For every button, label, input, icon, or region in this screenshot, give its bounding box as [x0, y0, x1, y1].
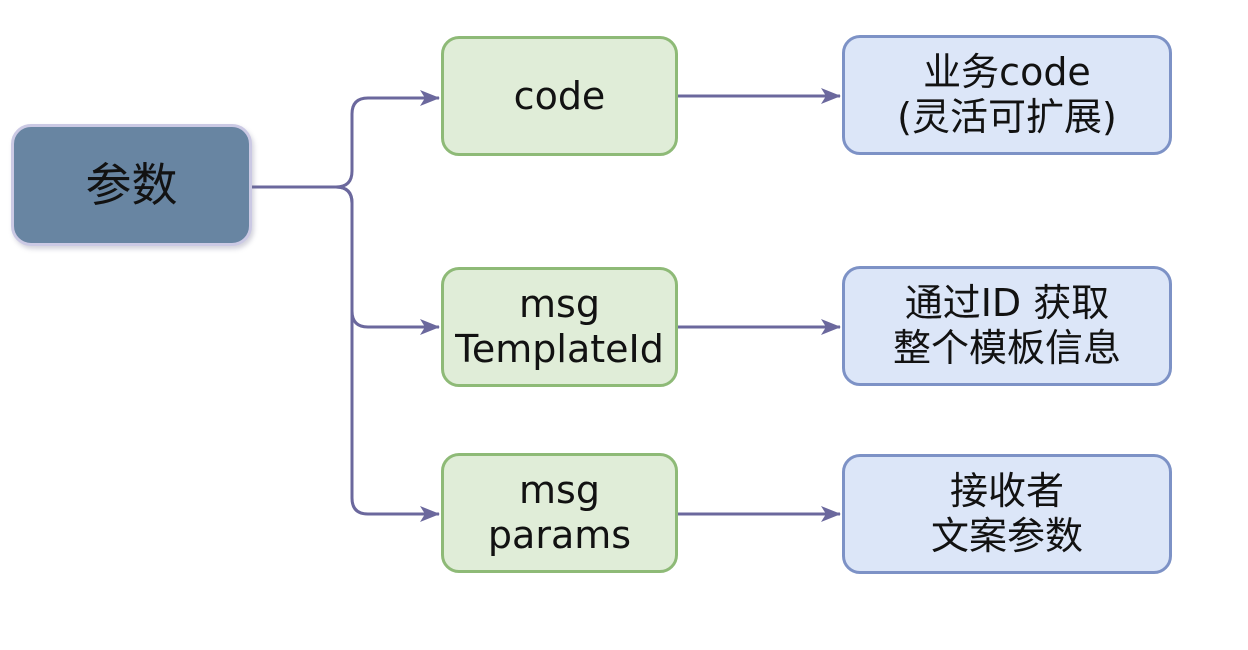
node-value-receiver-copy-params: 接收者 文案参数	[842, 454, 1172, 574]
node-key-msg-params-label: msg params	[487, 468, 632, 557]
node-key-msg-templateid-label: msg TemplateId	[455, 282, 664, 371]
connector-source-to-code	[252, 90, 440, 189]
node-value-template-info-label: 通过ID 获取 整个模板信息	[892, 281, 1121, 370]
node-key-msg-templateid: msg TemplateId	[441, 267, 678, 387]
node-key-msg-params: msg params	[441, 453, 678, 573]
node-source-label: 参数	[85, 157, 178, 212]
node-key-code-label: code	[513, 73, 606, 118]
connector-source-to-msgparams	[252, 185, 440, 522]
node-value-receiver-copy-params-label: 接收者 文案参数	[930, 469, 1083, 558]
node-value-business-code: 业务code (灵活可扩展)	[842, 35, 1172, 155]
node-value-template-info: 通过ID 获取 整个模板信息	[842, 266, 1172, 386]
node-value-business-code-label: 业务code (灵活可扩展)	[897, 50, 1117, 139]
connector-source-to-msgtemplateid	[252, 185, 440, 335]
node-source-params: 参数	[11, 124, 252, 246]
node-key-code: code	[441, 36, 678, 156]
